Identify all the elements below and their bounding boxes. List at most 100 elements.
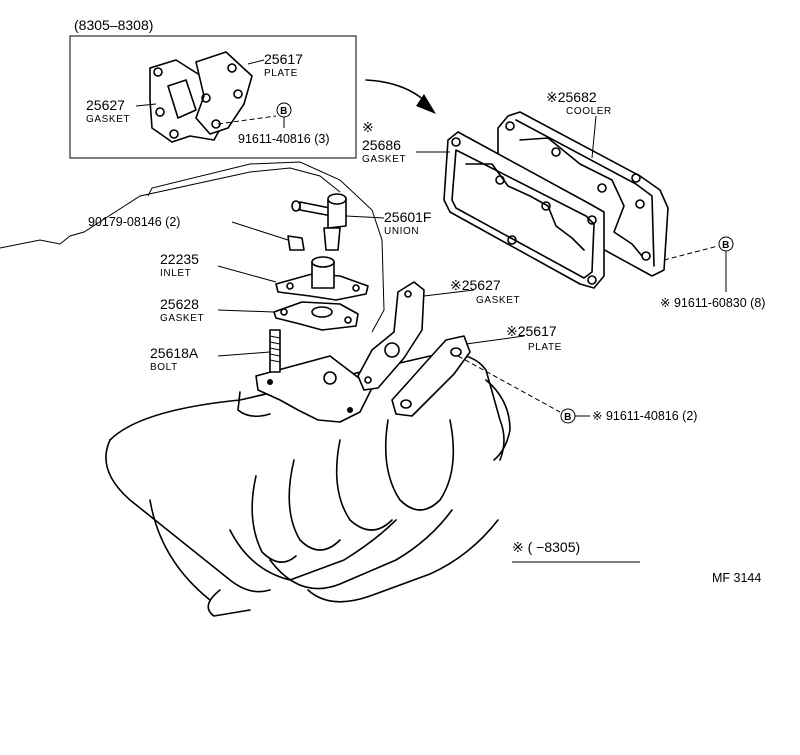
plate-bolt-mark: B — [564, 412, 572, 423]
cooler-edge — [515, 119, 655, 267]
curved-arrow-head — [416, 94, 436, 114]
cooler-name: COOLER — [566, 106, 612, 117]
inset-gasket-number: 25627 — [86, 97, 125, 113]
leader-line — [345, 215, 385, 219]
union-number: 25601F — [384, 209, 431, 225]
manifold-end — [485, 379, 511, 461]
egr-group: ※25627 GASKET ※25617 PLATE B ※ 91611-408… — [357, 277, 697, 424]
egr-plate-shape — [391, 335, 471, 417]
inlet-hole — [352, 284, 360, 292]
leader-dashed — [457, 355, 561, 413]
leader-line — [217, 351, 271, 357]
egr-gasket-name: GASKET — [476, 295, 520, 306]
egr-gasket-hole — [364, 376, 372, 384]
pad-stud-hole — [267, 379, 273, 385]
stud-name: BOLT — [150, 362, 178, 373]
union-tube-end — [291, 200, 301, 212]
inset-bolt-number: 91611-40816 (3) — [238, 132, 330, 146]
inset-group: (8305–8308) 25617 PLATE 25627 GASKET B 9… — [69, 17, 357, 159]
inlet-gasket-hole — [344, 316, 352, 324]
cooler-gasket-mark: ※ — [362, 119, 374, 135]
leader-line — [135, 103, 157, 107]
egr-gasket-shape — [357, 281, 425, 391]
cooler-hole — [597, 183, 607, 193]
screw-number: 90179-08146 (2) — [88, 215, 180, 229]
gasket-hole — [587, 275, 597, 285]
union-stem — [323, 227, 341, 251]
gasket-hole — [495, 175, 505, 185]
cooler-gasket-port — [465, 163, 585, 251]
gasket-hole — [451, 137, 461, 147]
applicability-note: ※ ( −8305) — [512, 539, 580, 555]
leader-dashed — [663, 245, 719, 261]
leader-line — [591, 115, 597, 159]
leader-line — [231, 221, 289, 241]
inset-gasket-name: GASKET — [86, 114, 130, 125]
inlet-gasket-number: 25628 — [160, 296, 199, 312]
gasket-hole — [587, 215, 597, 225]
egr-plate-number: ※25617 — [506, 323, 557, 339]
inset-hole — [155, 107, 165, 117]
leader-line — [465, 335, 525, 345]
cooler-gasket-number: 25686 — [362, 137, 401, 153]
manifold-break-line — [0, 167, 341, 249]
inset-hole — [233, 89, 243, 99]
leader-line — [217, 309, 275, 313]
manifold-runner-4 — [269, 509, 453, 590]
cooler-bolt-mark: B — [722, 240, 730, 251]
cooler-hole — [635, 199, 645, 209]
inset-gasket-port — [167, 79, 197, 119]
inset-hole — [169, 129, 179, 139]
cooler-number: ※25682 — [546, 89, 597, 105]
cooler-gasket-body — [443, 131, 605, 289]
cooler-hole — [551, 147, 561, 157]
leader-line — [423, 289, 475, 297]
cooler-gasket-inner — [451, 149, 595, 279]
figure-id: MF 3144 — [712, 571, 761, 585]
manifold-collar-4 — [251, 475, 297, 563]
manifold-collar-3 — [288, 459, 341, 551]
manifold-runner-5 — [307, 519, 499, 603]
inset-plate-name: PLATE — [264, 68, 298, 79]
inlet-gasket-hole — [280, 308, 288, 316]
inlet-neck-top — [311, 256, 335, 268]
inset-bolt-mark: B — [280, 106, 288, 117]
manifold-group — [0, 161, 511, 617]
cooler-hole — [505, 121, 515, 131]
inset-plate-number: 25617 — [264, 51, 303, 67]
manifold-outline-back — [147, 161, 385, 333]
arrow-group — [365, 79, 436, 114]
union-top — [327, 193, 347, 205]
leader-dashed — [217, 115, 277, 125]
inset-hole — [153, 67, 163, 77]
manifold-boss — [237, 391, 271, 418]
egr-plate-hole — [400, 399, 412, 409]
inlet-number: 22235 — [160, 251, 199, 267]
pad-port — [323, 371, 337, 385]
screw-head — [287, 235, 305, 251]
gasket-hole — [541, 201, 551, 211]
cooler-gasket-name: GASKET — [362, 154, 406, 165]
pad-stud-hole — [347, 407, 353, 413]
inlet-name: INLET — [160, 268, 191, 279]
egr-gasket-port — [384, 342, 400, 358]
manifold-runner-2 — [105, 439, 271, 593]
manifold-collar-2 — [335, 439, 393, 531]
manifold-lower — [149, 499, 211, 601]
inset-plate-shape — [195, 51, 253, 135]
stud-number: 25618A — [150, 345, 199, 361]
cooler-hole — [631, 173, 641, 183]
inset-range-label: (8305–8308) — [74, 17, 153, 33]
egr-plate-hole — [450, 347, 462, 357]
inlet-group: 25601F UNION 90179-08146 (2) 22235 INLET… — [88, 193, 431, 373]
manifold-runner-6 — [207, 589, 251, 617]
inlet-gasket-port — [311, 306, 333, 318]
gasket-hole — [507, 235, 517, 245]
leader-line — [247, 59, 265, 65]
stud-thread — [269, 335, 281, 363]
cooler-channel — [519, 137, 643, 257]
union-name: UNION — [384, 226, 419, 237]
cooler-bolt-number: ※ 91611-60830 (8) — [660, 296, 765, 310]
